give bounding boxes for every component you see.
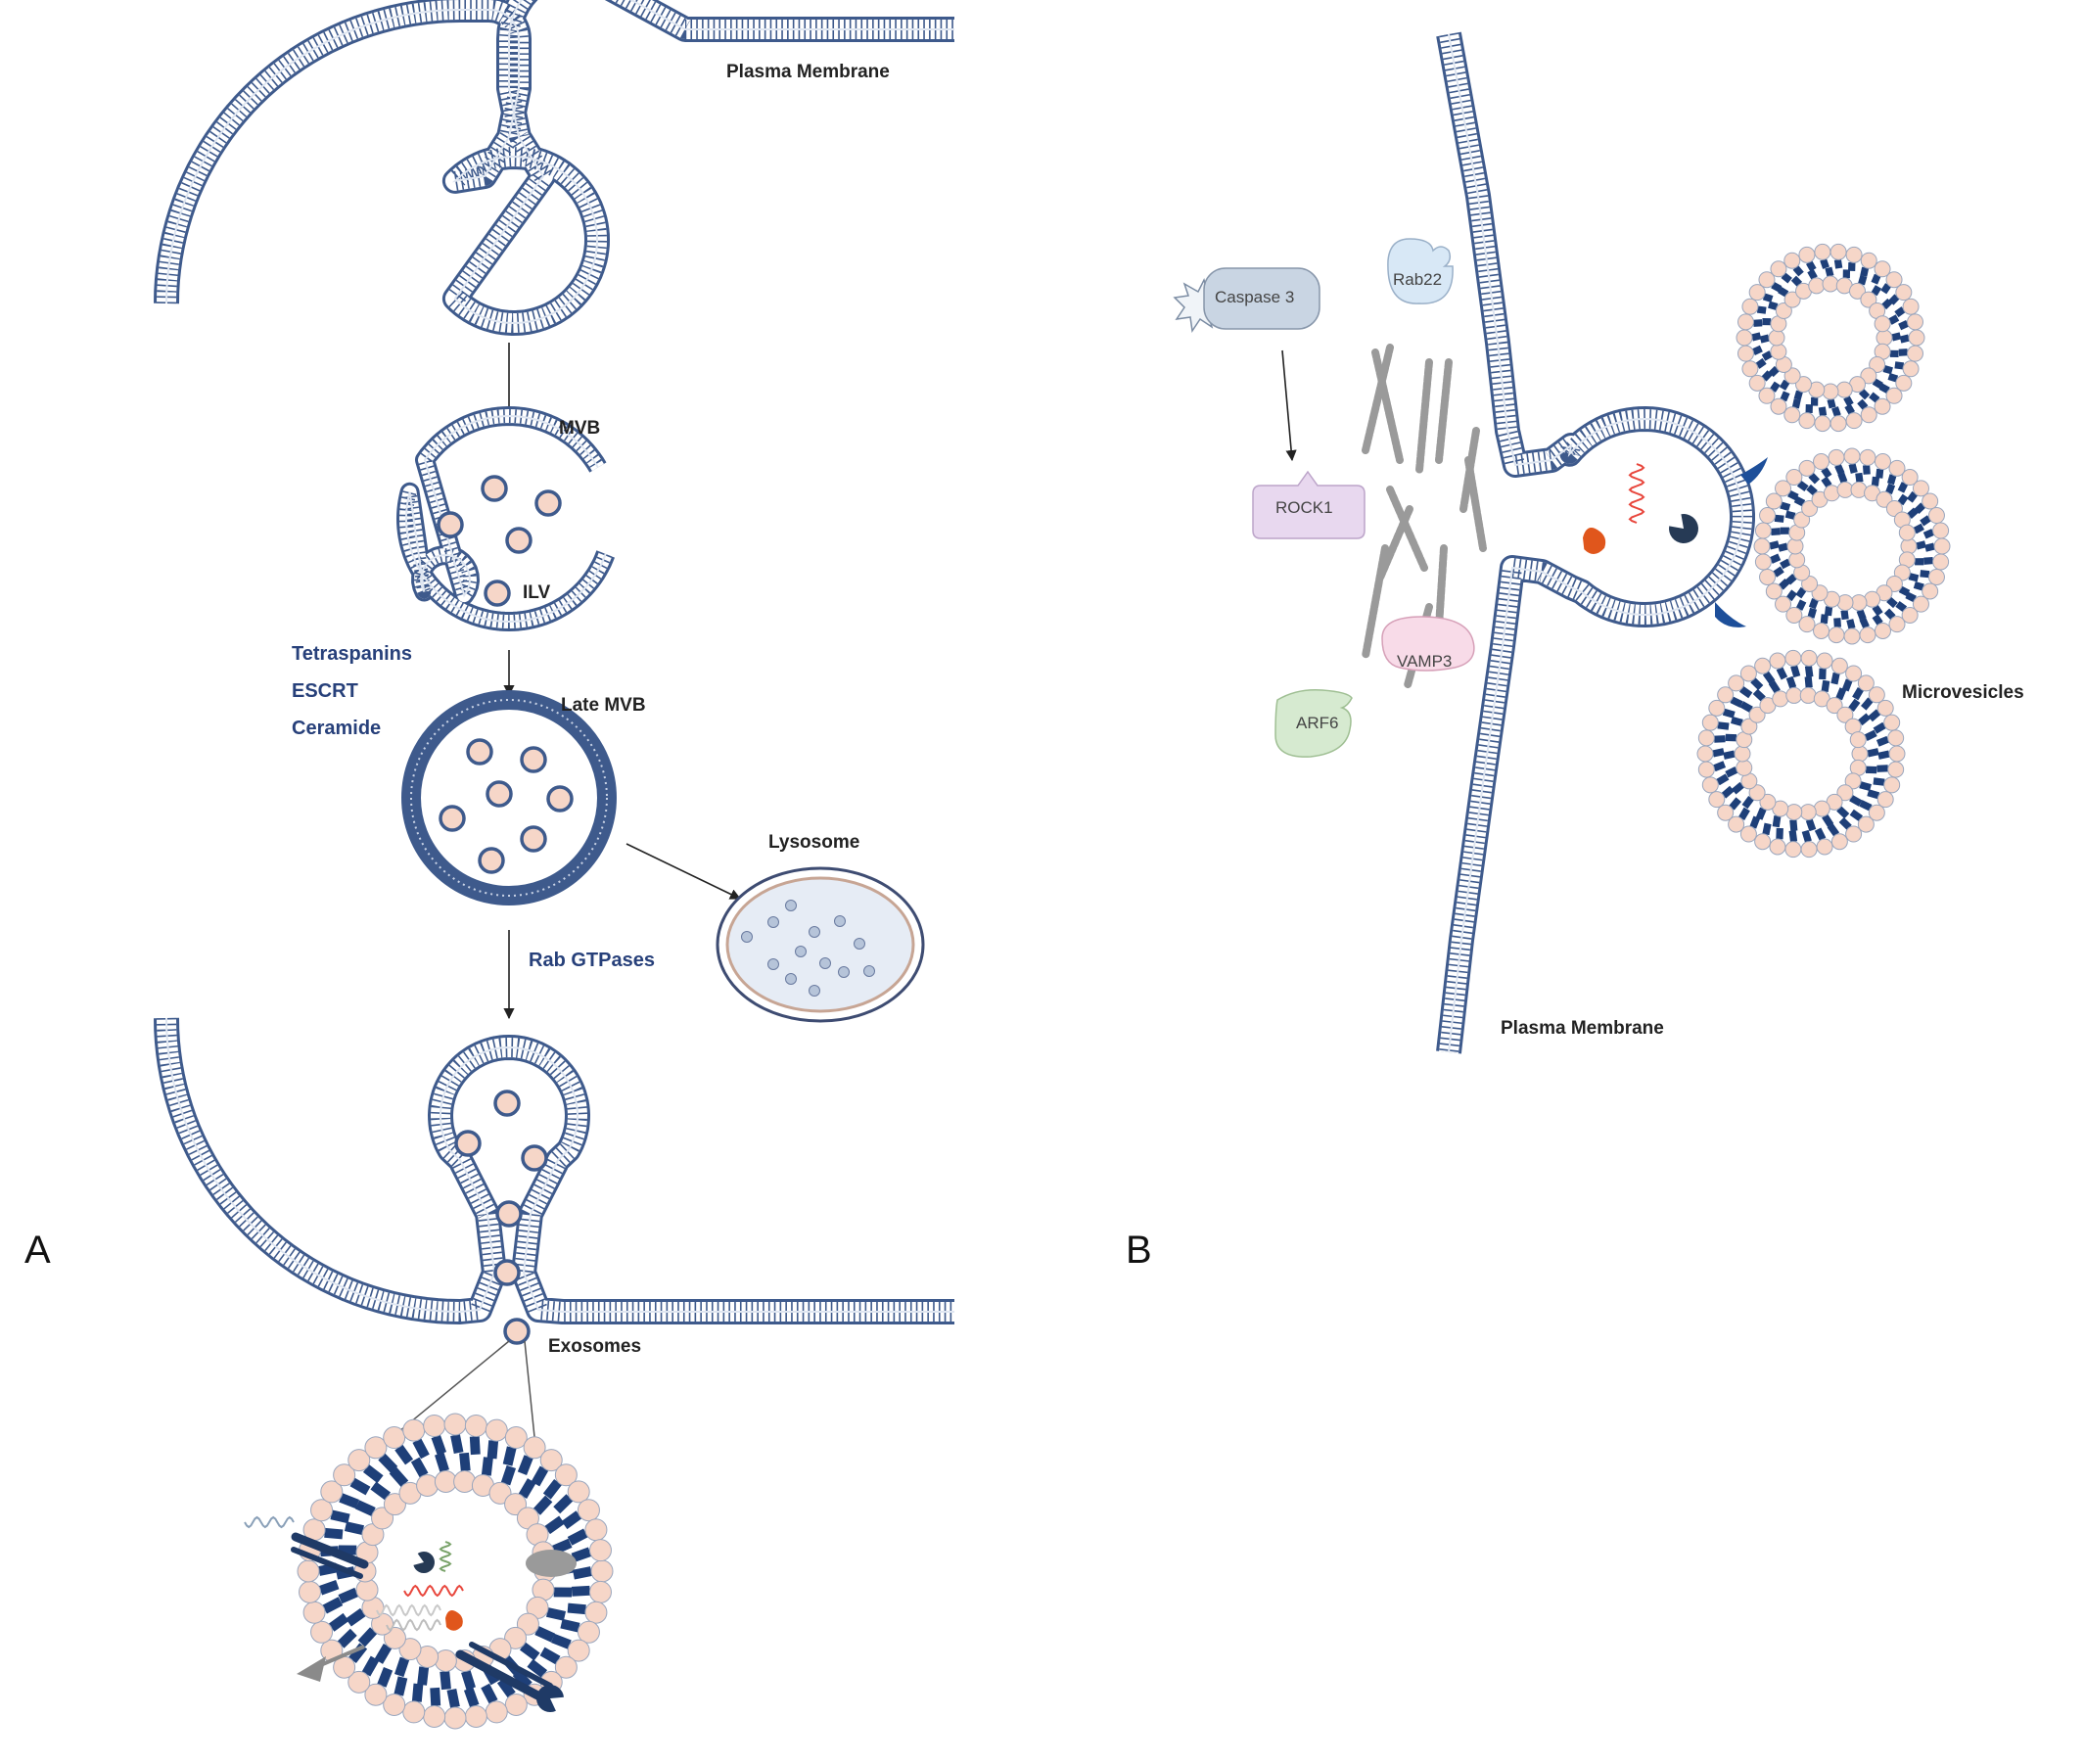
label-microvesicles: Microvesicles — [1902, 682, 2024, 704]
label-late-mvb: Late MVB — [561, 695, 646, 717]
late-ilv-3 — [487, 782, 511, 806]
actin-filament — [1390, 489, 1424, 568]
actin-filament — [1468, 460, 1483, 548]
label-rab22: Rab22 — [1393, 270, 1442, 290]
late-ilv-7 — [522, 827, 545, 851]
plasma-membrane-bottom — [166, 1018, 954, 1312]
panel-a-graphics — [166, 0, 954, 1729]
ilv-5 — [486, 581, 509, 605]
lysosome-granule — [810, 986, 820, 997]
arrow-caspase-to-rock1 — [1282, 350, 1292, 460]
bud-vesicle-4 — [497, 1202, 521, 1226]
label-escrt: ESCRT — [292, 680, 358, 703]
label-plasma-membrane-top: Plasma Membrane — [726, 62, 890, 83]
panel-letter-b: B — [1126, 1229, 1152, 1273]
label-tetraspanins: Tetraspanins — [292, 643, 412, 666]
lysosome-granule — [768, 959, 779, 970]
actin-filament — [1439, 548, 1444, 627]
bleb-protein-orange — [1583, 528, 1605, 554]
bleb-tag-bottom — [1715, 602, 1746, 627]
actin-filament — [1439, 362, 1449, 460]
lysosome-granule — [810, 927, 820, 938]
lysosome-granule — [835, 916, 846, 927]
late-ilv-1 — [468, 740, 491, 764]
lysosome-granule — [786, 974, 797, 985]
lysosome-granule — [768, 917, 779, 928]
actin-filament — [1419, 362, 1429, 470]
label-caspase-3: Caspase 3 — [1215, 288, 1294, 307]
late-ilv-6 — [480, 849, 503, 872]
microvesicle-2 — [1754, 448, 1950, 644]
label-ilv: ILV — [523, 582, 550, 604]
label-lysosome: Lysosome — [768, 832, 859, 854]
lysosome-granule — [796, 947, 807, 957]
lysosome — [718, 868, 923, 1021]
lysosome-granule — [786, 901, 797, 911]
lysosome-granule — [820, 958, 831, 969]
exosome-released — [505, 1320, 529, 1343]
lysosome-granule — [839, 967, 850, 978]
label-vamp3: VAMP3 — [1397, 652, 1452, 672]
lysosome-granule — [855, 939, 865, 950]
label-exosomes: Exosomes — [548, 1336, 641, 1358]
ilv-1 — [483, 477, 506, 500]
label-rock1: ROCK1 — [1275, 498, 1333, 518]
lysosome-granule — [742, 932, 753, 943]
microvesicle-3 — [1697, 650, 1905, 857]
panel-letter-a: A — [24, 1229, 51, 1273]
panel-b-graphics — [1175, 34, 1950, 1052]
bud-vesicle-5 — [495, 1261, 519, 1284]
surface-protein-gray — [526, 1550, 577, 1577]
bud-vesicle-2 — [456, 1132, 480, 1155]
arrow-to-lysosome — [626, 844, 740, 899]
late-ilv-4 — [440, 807, 464, 830]
bud-vesicle-3 — [523, 1146, 546, 1170]
microvesicle-1 — [1737, 244, 1924, 431]
late-ilv-2 — [522, 748, 545, 771]
label-mvb: MVB — [559, 418, 600, 440]
bleb-protein-dark — [1669, 514, 1698, 543]
label-ceramide: Ceramide — [292, 718, 381, 740]
ilv-2 — [536, 491, 560, 515]
label-rab-gtpases: Rab GTPases — [529, 950, 655, 972]
plasma-membrane-top — [166, 0, 954, 323]
bud-vesicle-1 — [495, 1091, 519, 1115]
late-ilv-5 — [548, 787, 572, 811]
receptor-head — [536, 1685, 564, 1712]
ilv-3 — [439, 513, 462, 536]
lysosome-granule — [864, 966, 875, 977]
label-arf6: ARF6 — [1296, 714, 1338, 733]
ilv-4 — [507, 529, 531, 552]
glycan-left — [245, 1517, 294, 1527]
label-plasma-membrane-b: Plasma Membrane — [1501, 1018, 1664, 1040]
bleb-rna-red — [1630, 464, 1644, 523]
